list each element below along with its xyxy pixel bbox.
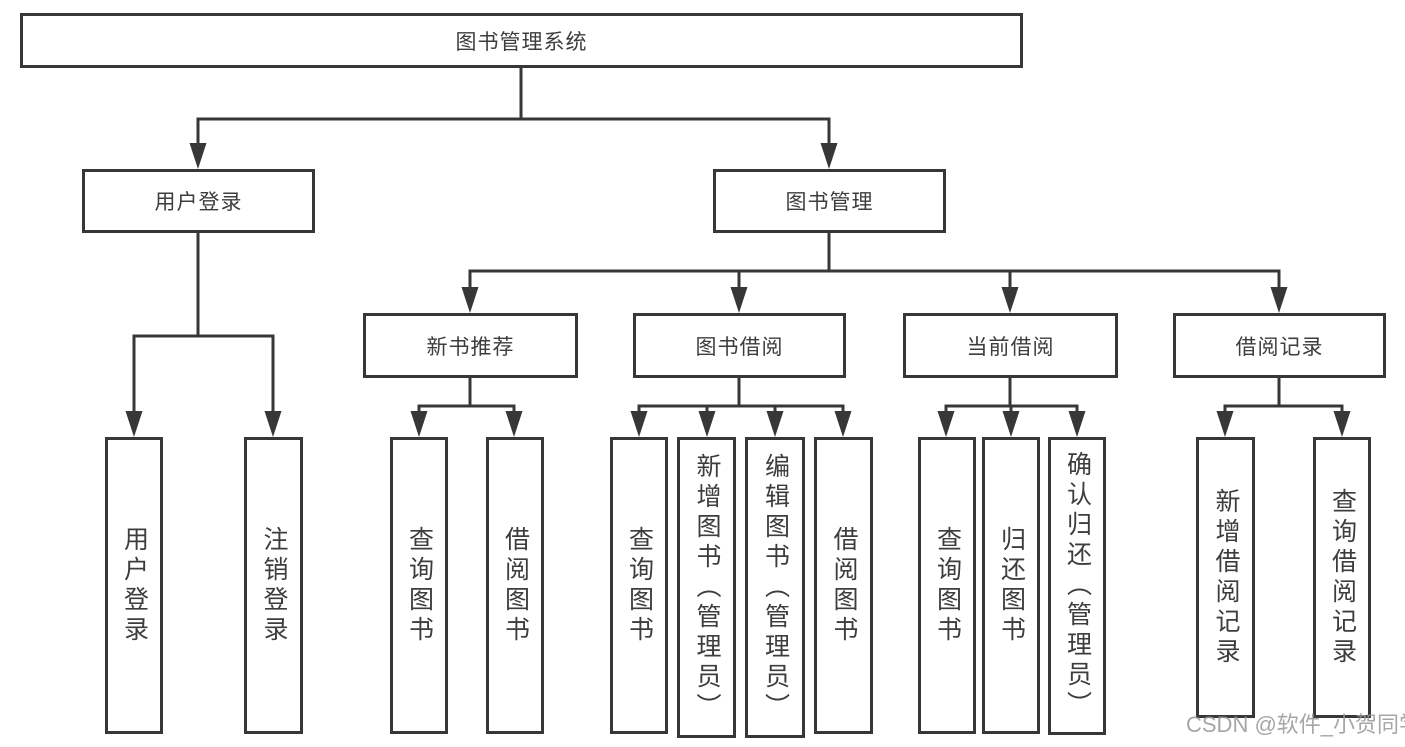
arrow-down-icon (1001, 287, 1019, 313)
leaf-add-book-admin: 新增图书（管理员） (677, 437, 736, 738)
arrow-down-icon (410, 411, 428, 437)
arrow-down-icon (766, 411, 784, 437)
connector-paths (132, 68, 1344, 414)
csdn-watermark: CSDN @软件_小贺同学 (1186, 712, 1405, 737)
node-user-login: 用户登录 (82, 169, 315, 233)
arrow-down-icon (820, 143, 838, 169)
arrow-down-icon (189, 143, 207, 169)
node-label: 新增图书（管理员） (693, 452, 721, 723)
node-label: 新增借阅记录 (1212, 487, 1240, 668)
node-label: 归还图书 (997, 525, 1026, 646)
leaf-borrow-books: 借阅图书 (486, 437, 544, 734)
node-book-management: 图书管理 (713, 169, 946, 233)
node-label: 查询图书 (625, 525, 654, 646)
arrow-down-icon (630, 411, 648, 437)
arrow-down-icon (1002, 411, 1020, 437)
arrow-down-icon (505, 411, 523, 437)
node-label: 确认归还（管理员） (1063, 451, 1092, 721)
arrow-down-icon (834, 411, 852, 437)
node-library-management-system: 图书管理系统 (20, 13, 1023, 68)
arrow-down-icon (1068, 411, 1086, 437)
node-label: 当前借阅 (966, 335, 1055, 359)
arrow-down-icon (937, 411, 955, 437)
leaf-return-books: 归还图书 (982, 437, 1040, 734)
leaf-add-borrow-record: 新增借阅记录 (1196, 437, 1255, 718)
node-label: 编辑图书（管理员） (761, 452, 790, 723)
leaf-query-books: 查询图书 (918, 437, 976, 734)
arrow-down-icon (698, 411, 716, 437)
arrow-down-icon (1270, 287, 1288, 313)
node-label: 图书借阅 (695, 335, 784, 359)
leaf-confirm-return-admin: 确认归还（管理员） (1048, 437, 1106, 735)
node-label: 用户登录 (154, 191, 243, 214)
node-label: 图书管理 (785, 191, 874, 214)
arrowheads (125, 143, 1351, 437)
arrow-down-icon (1333, 411, 1351, 437)
node-book-borrowing: 图书借阅 (633, 313, 846, 378)
node-label: 借阅图书 (830, 525, 858, 646)
leaf-query-borrow-record: 查询借阅记录 (1313, 437, 1371, 718)
node-borrowing-records: 借阅记录 (1173, 313, 1386, 378)
arrow-down-icon (1216, 411, 1234, 437)
node-label: 借阅记录 (1235, 335, 1324, 359)
leaf-query-books: 查询图书 (610, 437, 668, 734)
leaf-user-login: 用户登录 (105, 437, 163, 734)
node-label: 注销登录 (260, 525, 288, 646)
node-current-borrowing: 当前借阅 (903, 313, 1118, 378)
leaf-query-books: 查询图书 (390, 437, 448, 734)
node-new-book-recommend: 新书推荐 (363, 313, 578, 378)
arrow-down-icon (264, 411, 282, 437)
node-label: 图书管理系统 (455, 30, 588, 54)
leaf-logout: 注销登录 (244, 437, 303, 734)
arrow-down-icon (461, 287, 479, 313)
arrow-down-icon (730, 287, 748, 313)
node-label: 查询借阅记录 (1328, 487, 1357, 668)
node-label: 新书推荐 (426, 335, 515, 359)
node-label: 查询图书 (405, 525, 434, 646)
node-label: 借阅图书 (501, 525, 530, 646)
node-label: 用户登录 (120, 525, 149, 646)
node-label: 查询图书 (933, 525, 962, 646)
arrow-down-icon (125, 411, 143, 437)
leaf-edit-book-admin: 编辑图书（管理员） (745, 437, 805, 738)
leaf-borrow-books: 借阅图书 (814, 437, 873, 734)
